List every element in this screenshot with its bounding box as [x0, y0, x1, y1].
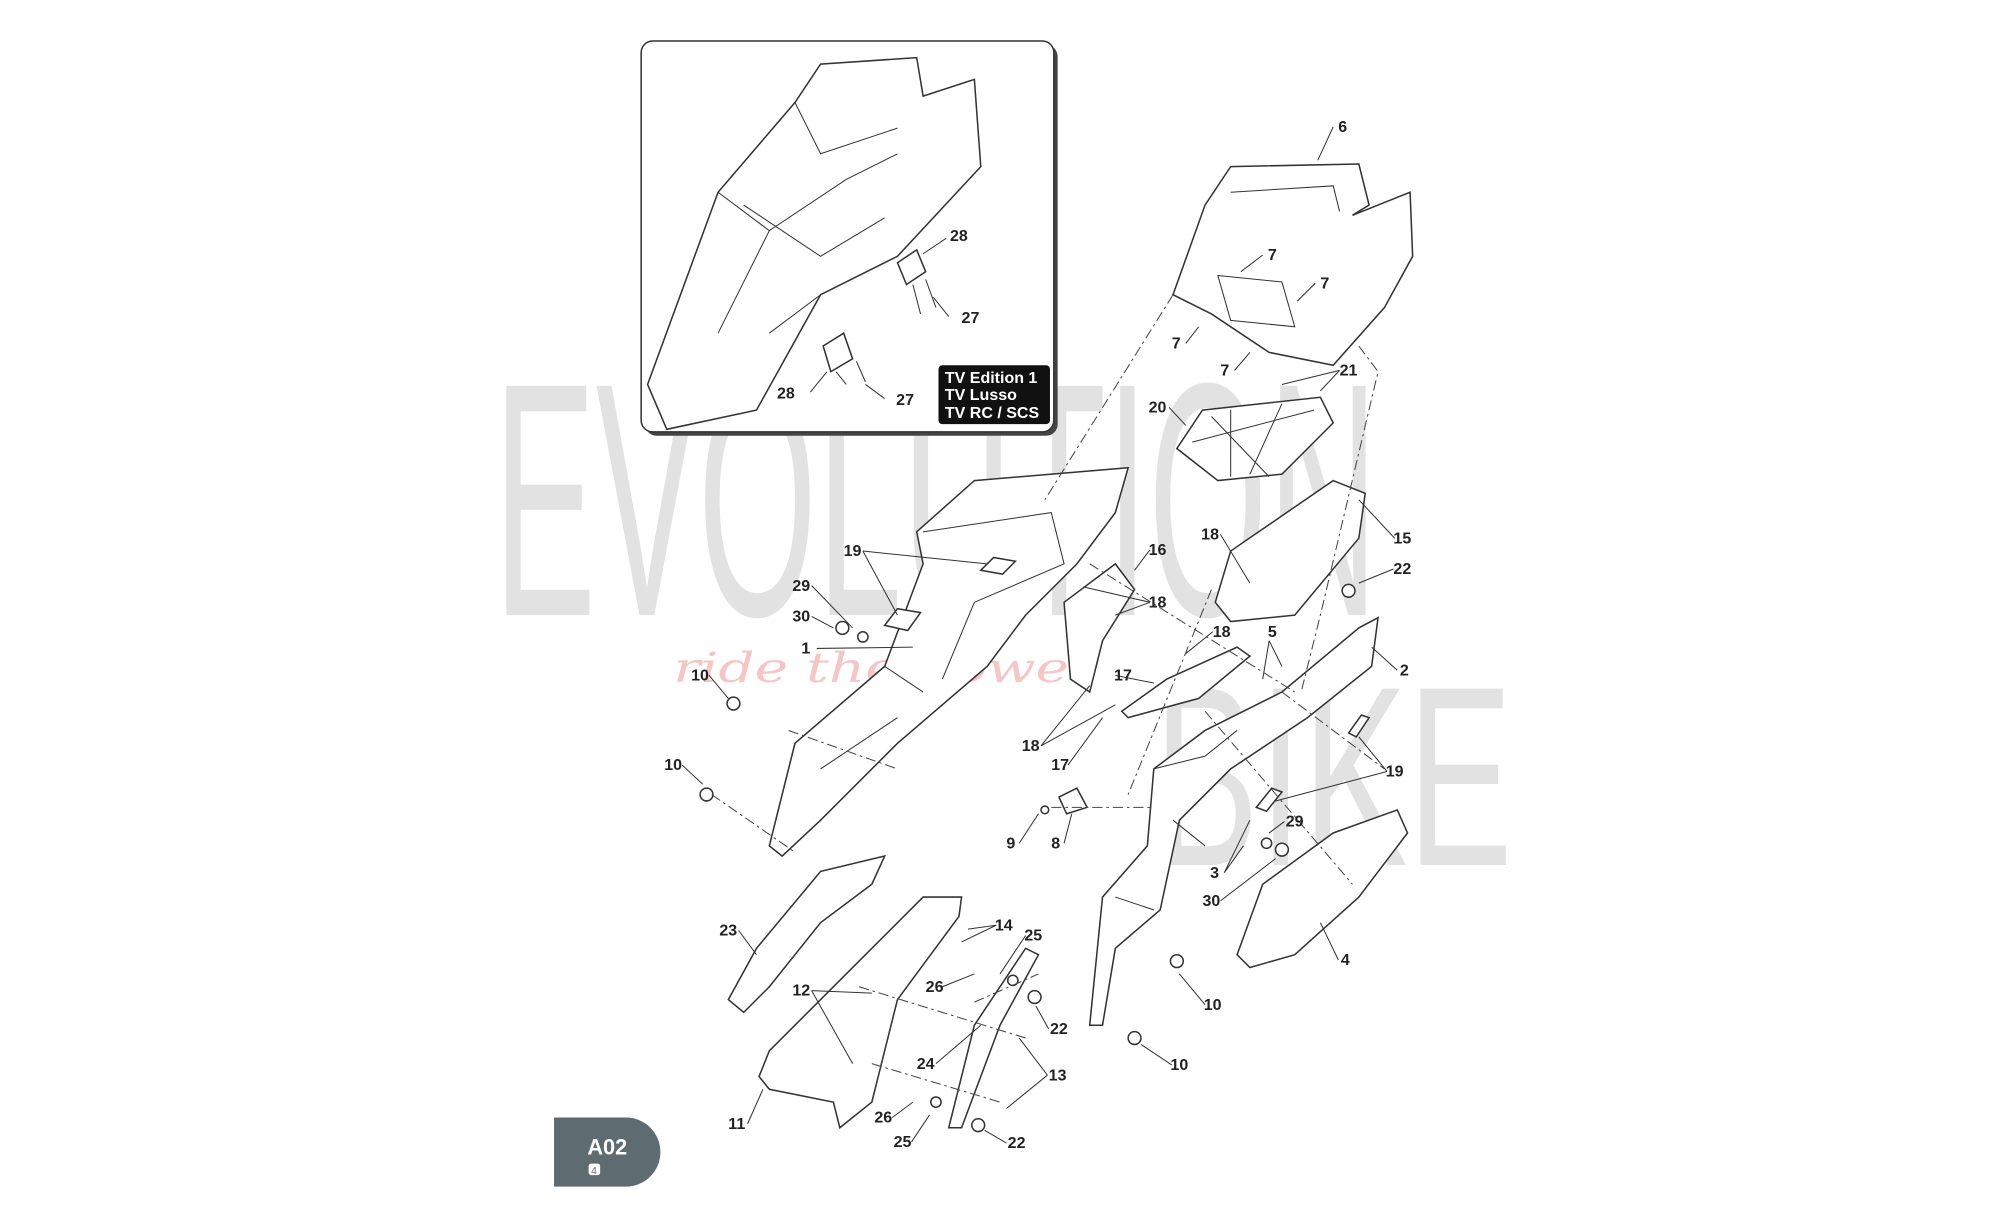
section-code: A02: [587, 1135, 627, 1160]
part-8-clip: [1057, 787, 1089, 815]
inset-callout-28: 28: [950, 228, 968, 245]
variant-label-box: TV Edition 1 TV Lusso TV RC / SCS: [938, 365, 1050, 425]
part-20-cover: [1175, 396, 1335, 482]
variant-1: TV Edition 1: [945, 370, 1038, 387]
callout: 7: [1268, 247, 1277, 264]
callout: 14: [995, 917, 1013, 934]
callout: 4: [1341, 952, 1350, 969]
part-2-subframe-right: [1088, 616, 1380, 1026]
callout: 13: [1049, 1067, 1067, 1084]
variant-3: TV RC / SCS: [945, 405, 1040, 422]
callout: 18: [1149, 594, 1167, 611]
callout: 7: [1220, 362, 1229, 379]
callout: 15: [1393, 530, 1411, 547]
parts: [681, 126, 1414, 1144]
part-6-grab-rail: [1172, 163, 1414, 367]
callout: 10: [664, 757, 682, 774]
inset-panel: 28 27 28 27 TV Edition 1 TV Lusso TV RC …: [640, 40, 1058, 436]
part-15-mudguard: [1214, 479, 1367, 623]
callout: 17: [1114, 667, 1132, 684]
callout: 26: [874, 1110, 892, 1127]
callout: 20: [1149, 400, 1167, 417]
callout: 9: [1006, 835, 1015, 852]
callout: 2: [1400, 662, 1409, 679]
callout: 29: [1286, 814, 1304, 831]
callout: 3: [1210, 865, 1219, 882]
callout: 22: [1050, 1021, 1068, 1038]
callout: 18: [1213, 624, 1231, 641]
part-16-bracket: [1063, 562, 1136, 694]
callout: 18: [1022, 738, 1040, 755]
callout: 30: [1202, 893, 1220, 910]
callout: 10: [1204, 997, 1222, 1014]
callout: 17: [1051, 757, 1069, 774]
callout: 19: [844, 543, 862, 560]
fasteners: [699, 583, 1356, 1133]
callout: 23: [719, 923, 737, 940]
callout: 10: [1170, 1057, 1188, 1074]
part-11-panel: [758, 896, 963, 1130]
callout: 10: [691, 667, 709, 684]
callout: 25: [894, 1134, 912, 1151]
inset-callout-27: 27: [896, 392, 914, 409]
callout: 6: [1338, 119, 1347, 136]
callout: 24: [917, 1056, 935, 1073]
callout: 29: [792, 578, 810, 595]
page-badge: A02 4: [554, 1117, 661, 1187]
callout: 16: [1149, 542, 1167, 559]
callout: 12: [792, 983, 810, 1000]
inset-callout-28: 28: [777, 386, 795, 403]
variant-2: TV Lusso: [945, 387, 1017, 404]
callout-labels: 6 7 7 7 7 21 20 15 22 18 16 18 19 29 30 …: [664, 119, 1411, 1152]
part-4-side-panel: [1236, 808, 1409, 969]
part-19-badge-center: [979, 556, 1017, 575]
part-1-subframe: [768, 466, 1130, 858]
callout: 22: [1008, 1135, 1026, 1152]
callout: 1: [801, 641, 810, 658]
part-24-strip: [947, 947, 1040, 1129]
callout: 25: [1024, 928, 1042, 945]
callout: 8: [1051, 835, 1060, 852]
callout: 22: [1393, 561, 1411, 578]
part-19-badge-left: [883, 607, 922, 632]
callout: 21: [1340, 362, 1358, 379]
callout: 26: [926, 979, 944, 996]
part-17-bracket: [1120, 646, 1252, 719]
callout: 18: [1201, 527, 1219, 544]
part-23-panel: [727, 854, 887, 1014]
page-number: 4: [591, 1166, 597, 1177]
callout: 5: [1268, 624, 1277, 641]
callout: 19: [1386, 764, 1404, 781]
callout: 7: [1172, 336, 1181, 353]
callout: 30: [792, 609, 810, 626]
callout: 7: [1320, 275, 1329, 292]
callout: 11: [728, 1116, 745, 1133]
inset-callout-27: 27: [962, 310, 980, 327]
part-19-badge-right: [1347, 714, 1371, 738]
